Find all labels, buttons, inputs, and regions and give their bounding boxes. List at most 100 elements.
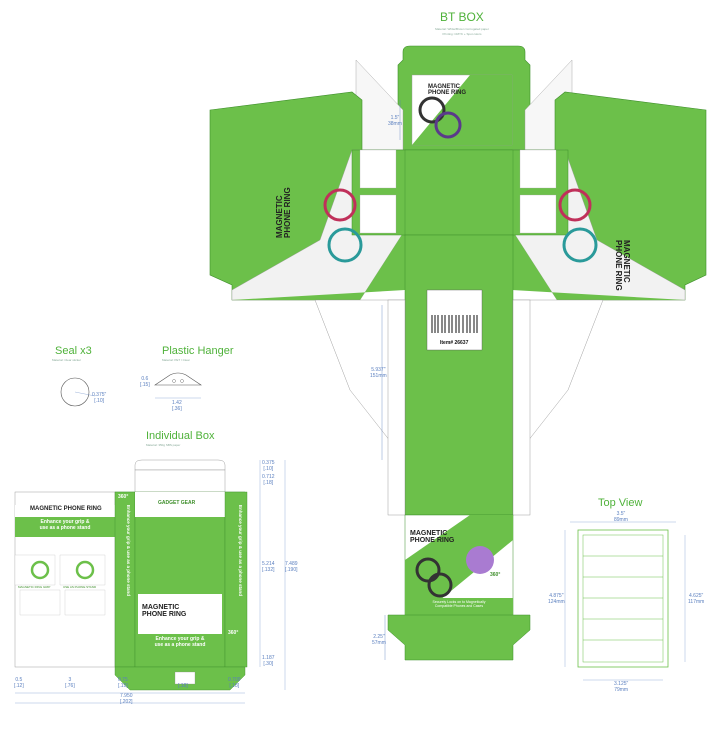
dim-ib-10: [.10] xyxy=(263,465,274,472)
bt-front-brand: GADGET GEAR xyxy=(418,518,448,523)
bt-center-column xyxy=(404,234,514,516)
dim-tv-width: 3.5"89mm xyxy=(614,511,628,523)
dim-bt-1-5-in: 1.5" xyxy=(390,115,400,121)
top-view-title: Top View xyxy=(598,497,643,509)
ib-feature-label-2: USE AS PHONE STAND xyxy=(63,585,97,589)
dim-tv-4625: 4.625" xyxy=(689,593,704,599)
dim-ib-075-in: 0.75 xyxy=(118,677,128,683)
bt-box-title: BT BOX xyxy=(440,10,484,24)
dim-ib-190: [.190] xyxy=(285,566,298,573)
dim-tv-height-inner: 4.625"117mm xyxy=(688,593,705,605)
dim-ib-0709-in: 0.709 xyxy=(228,677,241,683)
dim-hanger-15: [.15] xyxy=(140,381,150,388)
seal-title: Seal x3 xyxy=(55,345,92,357)
seal-note: Material: Clear sticker xyxy=(52,358,82,362)
dim-ib-7950-in: 7.950 xyxy=(120,693,133,699)
dim-bt-57mm: 57mm xyxy=(372,639,386,646)
dim-ib-712-in: 0.712 xyxy=(262,474,275,480)
ib-side-text-left: Enhance your grip & use as a phone stand xyxy=(126,505,131,596)
dim-bt-2-25: 2.25"57mm xyxy=(372,634,386,646)
dim-bt-5-937-in: 5.937" xyxy=(371,367,386,373)
dim-ib-30: [.30] xyxy=(263,660,274,667)
bt-right-name-line2: PHONE RING xyxy=(614,240,623,291)
dim-tv-3125: 3.125" xyxy=(614,681,629,687)
dim-ib-375-in: 0.375 xyxy=(262,460,275,466)
dim-ib-7950: 7.950[.202] xyxy=(120,693,133,705)
ib-back-tagline: Enhance your grip & use as a phone stand xyxy=(20,519,110,531)
dim-tv-height-outer: 4.875"124mm xyxy=(548,593,565,605)
ib-front-tagline-line1: Enhance your grip & xyxy=(155,636,205,642)
ib-side-left-part1: Enhance your grip & xyxy=(126,505,131,550)
hanger-note: Material: PET / Clear xyxy=(162,358,190,362)
bt-top-name-line2: PHONE RING xyxy=(428,90,467,96)
bt-box-note-2: Printing: CMYK + Spot colors xyxy=(442,32,482,36)
ib-top-flap xyxy=(134,459,226,471)
ib-back-tagline-line2: use as a phone stand xyxy=(39,525,91,531)
dim-hanger-w: 1.42[.36] xyxy=(172,400,182,412)
dim-ib-7489-in: 7.489 xyxy=(285,561,298,567)
bt-front-product-name: MAGNETIC PHONE RING xyxy=(410,530,454,544)
ib-feature-label-1: MAGNETIC RING GRIP xyxy=(18,585,51,589)
dim-ib-18b: [.18] xyxy=(229,682,240,689)
dim-tv-117: 117mm xyxy=(688,598,705,605)
dim-ib-5214-in: 5.214 xyxy=(262,561,275,567)
dim-seal-in: 0.375" xyxy=(92,392,107,398)
bt-front-name-line1: MAGNETIC xyxy=(410,530,448,537)
dim-seal-mm: [.10] xyxy=(94,397,105,404)
bt-bottom-tuck xyxy=(387,614,531,661)
ib-front-tagline: Enhance your grip & use as a phone stand xyxy=(138,636,222,648)
ib-side-text-right: Enhance your grip & use as a phone stand xyxy=(238,505,243,596)
bt-left-product-name: MAGNETIC PHONE RING xyxy=(275,187,292,238)
ib-back-tagline-line1: Enhance your grip & xyxy=(40,519,90,525)
bt-right-product-name: MAGNETIC PHONE RING xyxy=(614,240,631,291)
ib-front-brand: GADGET GEAR xyxy=(158,500,196,506)
dim-ib-132: [.132] xyxy=(262,566,275,573)
dim-ib-0709: 0.709[.18] xyxy=(228,677,241,689)
hanger-title: Plastic Hanger xyxy=(162,345,234,357)
ib-back-badge-360: 360° xyxy=(118,494,129,500)
dim-hanger-06: 0.6 xyxy=(141,376,149,382)
ib-side-left-part2: use as a phone stand xyxy=(126,550,131,597)
dim-ib-05: 0.5[.12] xyxy=(14,677,24,689)
bt-right-name-line1: MAGNETIC xyxy=(622,240,631,283)
dim-tv-inner-width: 3.125"79mm xyxy=(614,681,629,693)
dim-tv-89: 89mm xyxy=(614,516,628,523)
dim-ib-712: 0.712[.18] xyxy=(262,474,275,486)
dim-bt-151mm: 151mm xyxy=(370,372,387,379)
ib-front-name-line2: PHONE RING xyxy=(142,611,187,618)
dim-ib-18-bottom: [.18] xyxy=(178,683,188,689)
dim-tv-4875: 4.875" xyxy=(549,593,564,599)
dim-ib-05-in: 0.5 xyxy=(15,677,23,683)
dim-ib-19: [.19] xyxy=(118,682,128,689)
dim-ib-5214: 5.214[.132] xyxy=(262,561,275,573)
barcode-label xyxy=(426,289,483,351)
dim-ib-1187-in: 1.187 xyxy=(262,655,275,661)
bt-left-name-line2: PHONE RING xyxy=(283,187,292,238)
barcode-bars xyxy=(431,315,478,333)
ib-front-tagline-line2: use as a phone stand xyxy=(154,642,206,648)
dim-ib-76: [.76] xyxy=(65,682,75,689)
ib-front-product-name: MAGNETIC PHONE RING xyxy=(142,604,186,618)
bt-box-note-1: Material: White/Brown Corrugated paper xyxy=(435,27,489,31)
dim-hanger-142: 1.42 xyxy=(172,400,182,406)
barcode-item-code: Item# 26637 xyxy=(440,340,469,346)
bt-compat-line1: Securely Locks on to Magnetically xyxy=(432,600,486,604)
hanger-shape xyxy=(154,372,202,386)
dim-bt-38mm: 38mm xyxy=(388,120,402,127)
dim-tv-35: 3.5" xyxy=(616,511,626,517)
dim-ib-3-in: 3 xyxy=(68,677,72,683)
dim-hanger-h: 0.6[.15] xyxy=(140,376,150,388)
dim-ib-075: 0.75[.19] xyxy=(118,677,128,689)
bt-compat-line2: Compatible Phones and Cases xyxy=(434,604,484,609)
dim-ib-12: [.12] xyxy=(14,682,24,689)
dim-ib-18: [.18] xyxy=(263,479,274,486)
dim-ib-202: [.202] xyxy=(120,698,133,705)
dim-bt-1-5: 1.5"38mm xyxy=(388,115,402,127)
dim-bt-2-25-in: 2.25" xyxy=(373,634,385,640)
bt-front-name-line2: PHONE RING xyxy=(410,537,455,544)
dim-tv-124: 124mm xyxy=(548,598,565,605)
bt-compat-text: Securely Locks on to Magnetically Compat… xyxy=(406,600,512,608)
individual-box-title: Individual Box xyxy=(146,430,215,442)
ib-side-right-part1: Enhance your grip & xyxy=(238,505,243,550)
